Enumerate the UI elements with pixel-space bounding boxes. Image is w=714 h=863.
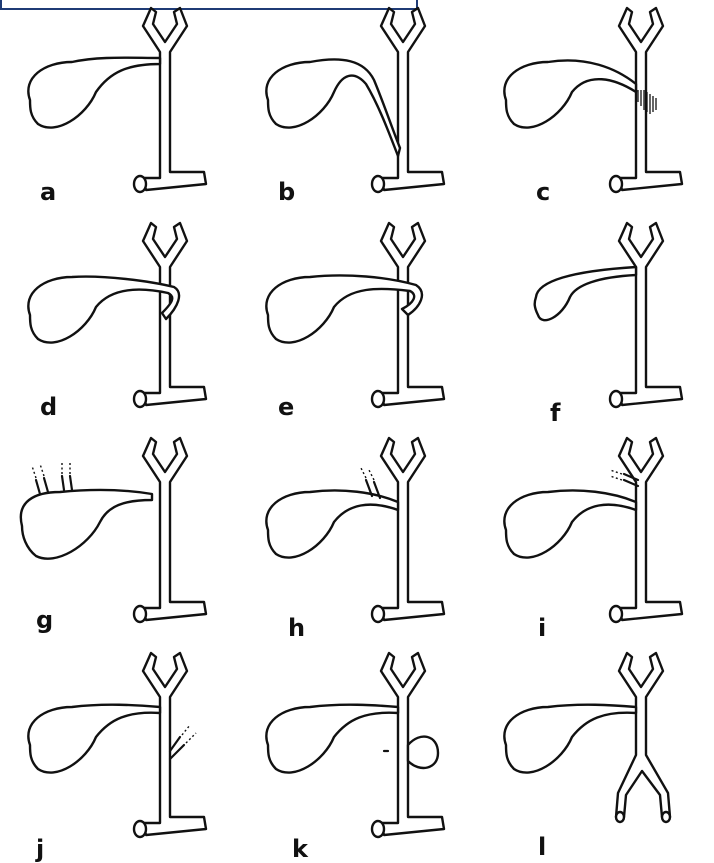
panel-k-label: k xyxy=(292,837,308,861)
panel-d: d xyxy=(0,215,238,430)
panel-a-label: a xyxy=(40,180,56,204)
panel-g: g xyxy=(0,430,238,645)
panel-h: h xyxy=(238,430,476,645)
panel-e-drawing xyxy=(238,215,476,430)
accessory-duct-j xyxy=(170,725,196,759)
panel-d-label: d xyxy=(40,395,57,419)
panel-k-drawing xyxy=(238,645,476,860)
panel-l: l xyxy=(476,645,714,860)
panel-b-drawing xyxy=(238,0,476,215)
panel-j-label: j xyxy=(36,837,44,861)
panel-k: k xyxy=(238,645,476,860)
panel-a: a xyxy=(0,0,238,215)
panel-i: i xyxy=(476,430,714,645)
panel-g-label: g xyxy=(36,608,53,632)
panel-l-label: l xyxy=(538,835,546,859)
panel-b-label: b xyxy=(278,180,295,204)
panel-d-drawing xyxy=(0,215,238,430)
panel-l-drawing xyxy=(476,645,714,860)
panel-j: j xyxy=(0,645,238,860)
panel-h-label: h xyxy=(288,616,305,640)
panel-e-label: e xyxy=(278,395,294,419)
panel-h-drawing xyxy=(238,430,476,645)
panel-f-label: f xyxy=(550,401,560,425)
panel-i-label: i xyxy=(538,616,546,640)
panel-c-drawing xyxy=(476,0,714,215)
panel-a-drawing xyxy=(0,0,238,215)
panel-i-drawing xyxy=(476,430,714,645)
panel-e: e xyxy=(238,215,476,430)
panel-b: b xyxy=(238,0,476,215)
panel-f: f xyxy=(476,215,714,430)
panel-j-drawing xyxy=(0,645,238,860)
panel-f-drawing xyxy=(476,215,714,430)
panel-c: c xyxy=(476,0,714,215)
panel-c-label: c xyxy=(536,180,550,204)
choledochal-diverticulum xyxy=(408,737,438,768)
accessory-ducts-g xyxy=(32,462,72,494)
